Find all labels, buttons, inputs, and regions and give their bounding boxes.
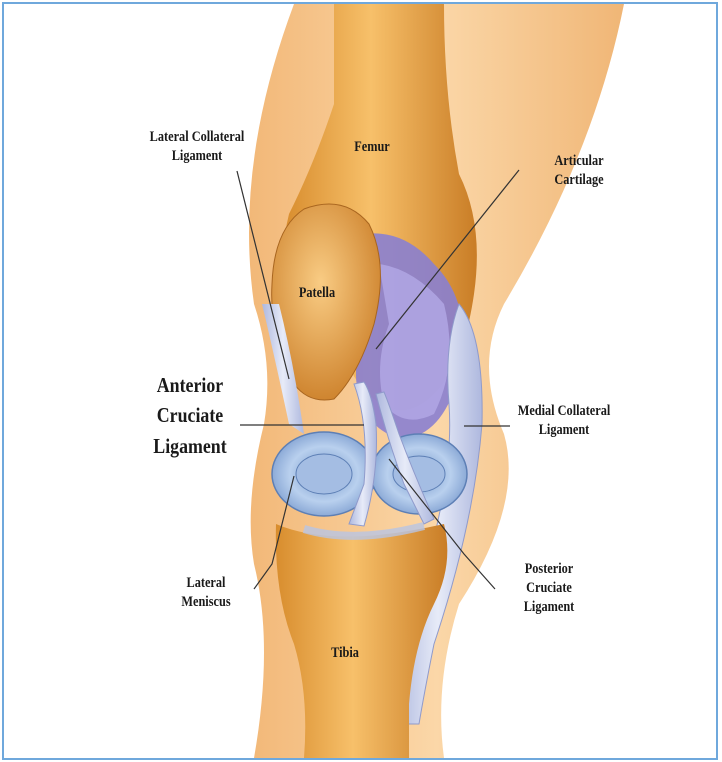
label-patella: Patella	[288, 284, 345, 303]
label-line: Lateral Collateral	[144, 128, 251, 147]
label-line: Ligament	[148, 431, 233, 461]
label-line: Anterior	[148, 370, 233, 400]
label-line: Ligament	[515, 421, 613, 440]
label-line: Lateral	[173, 574, 239, 593]
label-articular-cartilage: Articular Cartilage	[542, 152, 616, 190]
label-anterior-cruciate-ligament: Anterior Cruciate Ligament	[148, 370, 233, 461]
label-line: Ligament	[144, 147, 251, 166]
label-femur: Femur	[347, 138, 396, 157]
label-posterior-cruciate-ligament: Posterior Cruciate Ligament	[512, 560, 586, 616]
label-line: Articular	[542, 152, 616, 171]
label-line: Meniscus	[173, 593, 239, 612]
label-line: Cruciate	[512, 579, 586, 598]
label-line: Tibia	[325, 644, 366, 663]
label-line: Ligament	[512, 598, 586, 617]
label-line: Cartilage	[542, 171, 616, 190]
label-line: Patella	[288, 284, 345, 303]
label-line: Medial Collateral	[515, 402, 613, 421]
label-lateral-collateral-ligament: Lateral Collateral Ligament	[144, 128, 251, 166]
label-lateral-meniscus: Lateral Meniscus	[173, 574, 239, 612]
label-tibia: Tibia	[325, 644, 366, 663]
label-line: Cruciate	[148, 400, 233, 430]
label-line: Femur	[347, 138, 396, 157]
label-line: Posterior	[512, 560, 586, 579]
label-medial-collateral-ligament: Medial Collateral Ligament	[515, 402, 613, 440]
